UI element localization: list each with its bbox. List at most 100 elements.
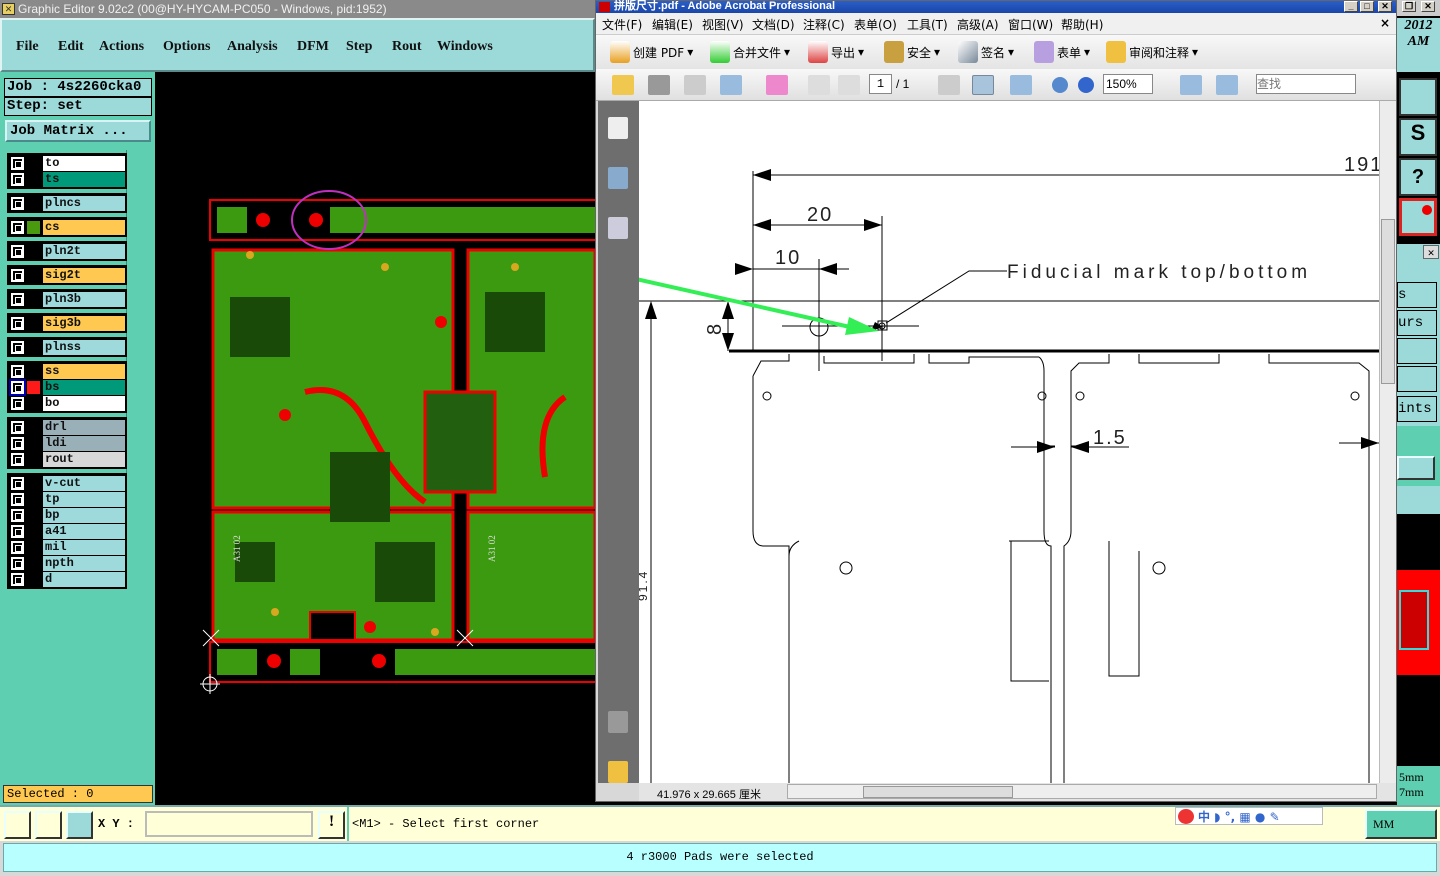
layer-row-sig3b[interactable]: sig3b — [9, 315, 125, 331]
layer-row-mil[interactable]: mil — [9, 539, 125, 555]
layer-name[interactable]: plncs — [43, 195, 125, 211]
layer-row-plnss[interactable]: plnss — [9, 339, 125, 355]
layer-row-rout[interactable]: rout — [9, 451, 125, 467]
bookmarks-icon[interactable] — [608, 167, 628, 189]
forms-button[interactable]: 表单▾ — [1034, 41, 1090, 63]
menu-options[interactable]: Options — [163, 39, 211, 54]
panel-item[interactable]: s — [1397, 282, 1437, 308]
layer-name[interactable]: npth — [43, 555, 125, 571]
close-doc-icon[interactable]: × — [1380, 16, 1391, 30]
minimize-button[interactable]: _ — [1344, 1, 1358, 12]
menu-actions[interactable]: Actions — [99, 39, 145, 54]
layer-name[interactable]: rout — [43, 451, 125, 467]
layer-name[interactable]: a41 — [43, 523, 125, 539]
menu-step[interactable]: Step — [346, 39, 373, 54]
menu-windows[interactable]: Windows — [437, 39, 493, 54]
open-icon[interactable] — [612, 75, 634, 95]
layer-checkbox[interactable] — [11, 156, 24, 170]
menu-analysis[interactable]: Analysis — [227, 39, 278, 54]
layer-row-bo[interactable]: bo — [9, 395, 125, 411]
layer-name[interactable]: pln3b — [43, 291, 125, 307]
menu-edit[interactable]: Edit — [58, 39, 84, 54]
layer-control-icon[interactable] — [1399, 198, 1437, 236]
pages-icon[interactable] — [608, 117, 628, 139]
export-button[interactable]: 导出▾ — [808, 41, 864, 63]
layer-row-v-cut[interactable]: v-cut — [9, 475, 125, 491]
color-icon[interactable] — [766, 75, 788, 95]
hand-tool-icon[interactable] — [972, 75, 994, 95]
measure-icon[interactable] — [35, 811, 62, 839]
menu-window[interactable]: 窗口(W) — [1008, 18, 1054, 32]
layer-name[interactable]: tp — [43, 491, 125, 507]
layer-row-cs[interactable]: cs — [9, 219, 125, 235]
panel-item[interactable] — [1397, 366, 1437, 392]
layer-row-ss[interactable]: ss — [9, 363, 125, 379]
layer-row-ldi[interactable]: ldi — [9, 435, 125, 451]
horizontal-scrollbar[interactable] — [787, 784, 1377, 799]
layer-checkbox[interactable] — [11, 556, 24, 570]
select-tool-icon[interactable] — [938, 75, 960, 95]
menu-rout[interactable]: Rout — [392, 39, 422, 54]
xy-input[interactable] — [145, 811, 313, 837]
layer-row-d[interactable]: d — [9, 571, 125, 587]
security-button[interactable]: 安全▾ — [884, 41, 940, 63]
panel-item[interactable] — [1397, 338, 1437, 364]
panel-button[interactable] — [1397, 456, 1435, 480]
layer-row-ts[interactable]: ts — [9, 171, 125, 187]
comments-icon[interactable] — [608, 761, 628, 783]
layer-checkbox[interactable] — [11, 524, 24, 538]
layer-name[interactable]: sig3b — [43, 315, 125, 331]
layer-name[interactable]: plnss — [43, 339, 125, 355]
previous-page-icon[interactable] — [808, 75, 830, 95]
review-comment-button[interactable]: 审阅和注释▾ — [1106, 41, 1198, 63]
menu-dfm[interactable]: DFM — [297, 39, 329, 54]
layer-checkbox[interactable] — [11, 220, 24, 234]
layer-name[interactable]: pln2t — [43, 243, 125, 259]
layer-checkbox[interactable] — [9, 378, 26, 396]
menu-file[interactable]: 文件(F) — [602, 18, 643, 32]
layer-name[interactable]: sig2t — [43, 267, 125, 283]
layer-row-to[interactable]: to — [9, 155, 125, 171]
zoom-tool-icon[interactable] — [1010, 75, 1032, 95]
layer-checkbox[interactable] — [11, 420, 24, 434]
menu-tools[interactable]: 工具(T) — [907, 18, 948, 32]
layer-checkbox[interactable] — [11, 492, 24, 506]
layer-name[interactable]: ss — [43, 363, 125, 379]
layer-row-bs[interactable]: bs — [9, 378, 125, 396]
zoom-out-icon[interactable] — [1052, 77, 1068, 93]
layer-row-pln2t[interactable]: pln2t — [9, 243, 125, 259]
close-button[interactable]: ✕ — [1421, 1, 1435, 12]
layer-row-tp[interactable]: tp — [9, 491, 125, 507]
zoom-in-icon[interactable] — [1078, 77, 1094, 93]
save-icon[interactable] — [684, 75, 706, 95]
layer-row-pln3b[interactable]: pln3b — [9, 291, 125, 307]
layer-name[interactable]: d — [43, 571, 125, 587]
combine-files-button[interactable]: 合并文件▾ — [710, 41, 790, 63]
layer-name[interactable]: to — [43, 155, 125, 171]
layer-checkbox[interactable] — [11, 340, 24, 354]
layer-checkbox[interactable] — [11, 244, 24, 258]
menu-forms[interactable]: 表单(O) — [854, 18, 897, 32]
layer-name[interactable]: bo — [43, 395, 125, 411]
ime-toolbar[interactable]: 中 ◗ °, ▦ ● ✎ — [1175, 807, 1323, 825]
menu-advanced[interactable]: 高级(A) — [957, 18, 999, 32]
menu-file[interactable]: File — [16, 39, 39, 54]
panel-item[interactable]: ints — [1397, 396, 1437, 422]
signatures-icon[interactable] — [608, 217, 628, 239]
layer-checkbox[interactable] — [11, 396, 24, 410]
print-icon[interactable] — [648, 75, 670, 95]
job-matrix-button[interactable]: Job Matrix ... — [5, 120, 151, 142]
close-button[interactable]: ✕ — [1378, 1, 1392, 12]
restore-button[interactable]: ❐ — [1402, 1, 1416, 12]
layer-name[interactable]: v-cut — [43, 475, 125, 491]
layer-row-npth[interactable]: npth — [9, 555, 125, 571]
layer-checkbox[interactable] — [11, 196, 24, 210]
mini-map[interactable] — [1397, 570, 1440, 675]
layer-checkbox[interactable] — [11, 452, 24, 466]
layer-row-a41[interactable]: a41 — [9, 523, 125, 539]
layer-name[interactable]: bs — [43, 379, 125, 395]
layer-checkbox[interactable] — [11, 364, 24, 378]
layer-row-sig2t[interactable]: sig2t — [9, 267, 125, 283]
zoom-area-icon[interactable] — [4, 811, 31, 839]
layer-row-drl[interactable]: drl — [9, 419, 125, 435]
